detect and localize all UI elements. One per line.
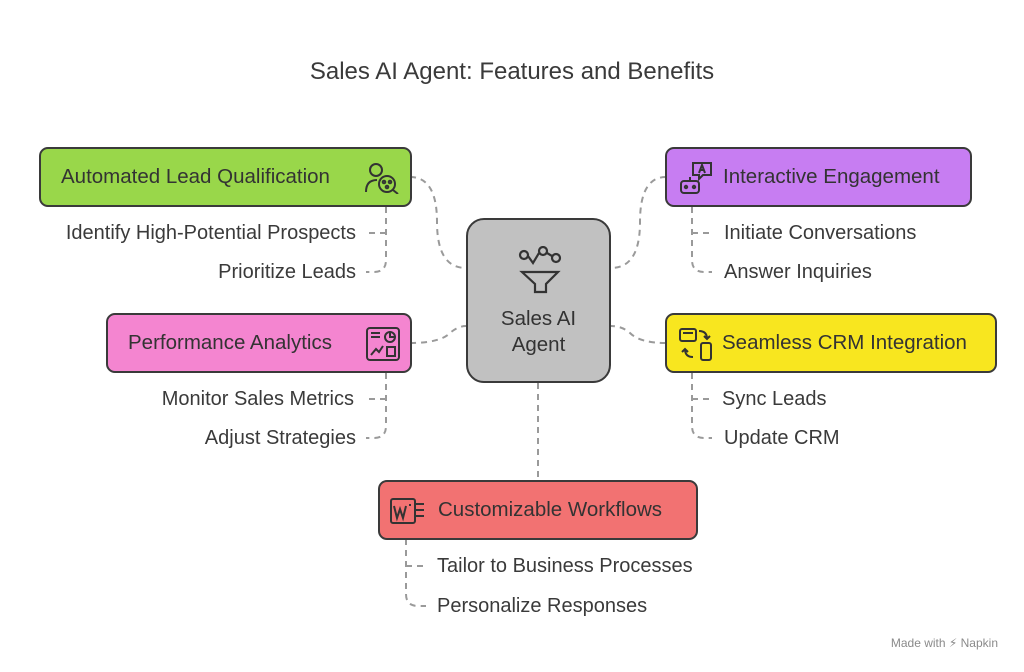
benefit-item: Personalize Responses	[437, 595, 648, 617]
benefit-item: Initiate Conversations	[724, 222, 917, 244]
center-label-line1: Sales AI	[500, 307, 577, 330]
feature-label: Customizable Workflows	[438, 498, 663, 521]
center-label-line2: Agent	[511, 333, 566, 356]
feature-label: Automated Lead Qualification	[61, 165, 330, 188]
benefit-item: Identify High-Potential Prospects	[65, 222, 356, 244]
feature-seamless-crm-integration: Seamless CRM Integration	[665, 313, 997, 373]
benefit-item: Monitor Sales Metrics	[161, 388, 354, 410]
funnel-network-icon	[518, 246, 562, 294]
feature-label: Seamless CRM Integration	[722, 331, 967, 354]
diagram-title: Sales AI Agent: Features and Benefits	[309, 58, 715, 85]
feature-performance-analytics: Performance Analytics	[106, 313, 412, 373]
center-node-sales-ai-agent: Sales AI Agent	[466, 218, 611, 383]
robot-chat-icon	[680, 162, 712, 194]
benefit-item: Sync Leads	[722, 388, 827, 410]
feature-automated-lead-qualification: Automated Lead Qualification	[39, 147, 412, 207]
feature-customizable-workflows: Customizable Workflows	[378, 480, 698, 540]
benefit-item: Prioritize Leads	[218, 261, 356, 283]
benefit-item: Update CRM	[724, 427, 840, 449]
sync-devices-icon	[679, 328, 712, 361]
user-search-icon	[365, 163, 399, 194]
napkin-watermark: Made with ⚡ Napkin	[890, 636, 998, 650]
feature-interactive-engagement: Interactive Engagement	[665, 147, 972, 207]
benefit-item: Answer Inquiries	[724, 261, 872, 283]
benefit-item: Tailor to Business Processes	[437, 555, 693, 577]
analytics-dashboard-icon	[366, 327, 400, 361]
feature-label: Performance Analytics	[128, 331, 332, 354]
workflow-document-icon	[390, 498, 424, 524]
feature-label: Interactive Engagement	[723, 165, 940, 188]
benefit-item: Adjust Strategies	[204, 427, 356, 449]
